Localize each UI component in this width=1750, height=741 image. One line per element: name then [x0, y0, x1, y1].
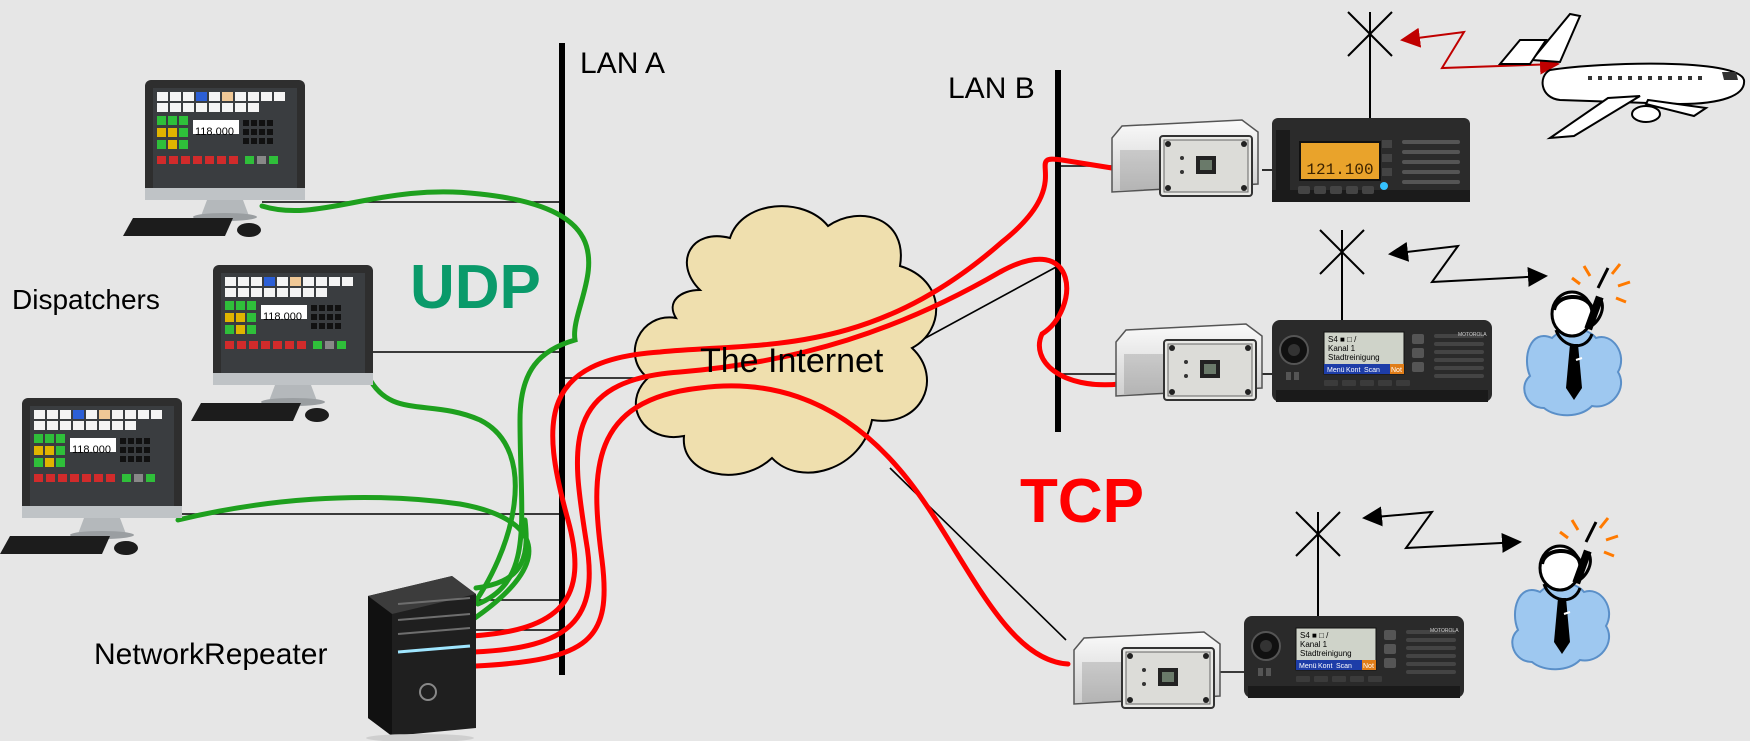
antenna-1-icon: [1347, 11, 1393, 118]
dmr-2-brand: MOTOROLA: [1430, 628, 1459, 634]
dmr-radio-2-icon: S4 ■ □ / Kanal 1 Stadtreinigung Menü Kon…: [1243, 615, 1465, 699]
dmr-1-soft1: Menü: [1327, 367, 1345, 374]
radio-operator-2-icon: [1510, 516, 1620, 672]
radio-gateway-2-icon: [1115, 323, 1263, 401]
dispatchers-label: Dispatchers: [12, 284, 160, 315]
radio-operator-1-icon: [1522, 262, 1632, 418]
airband-frequency-display: 121.100: [1306, 161, 1373, 179]
pc-1-frequency: 118.000: [195, 126, 234, 138]
dmr-2-soft2: Kont: [1318, 663, 1332, 670]
udp-label: UDP: [410, 253, 541, 322]
dmr-1-line3: Stadtreinigung: [1328, 353, 1380, 362]
antenna-3-icon: [1295, 511, 1341, 616]
dmr-1-line1: S4 ■ □ /: [1328, 335, 1357, 344]
airplane-icon: [1497, 12, 1746, 140]
udp-cables: [175, 189, 592, 623]
dispatcher-pc-3-icon: [0, 398, 182, 555]
dmr-2-soft4: Not: [1363, 663, 1374, 670]
dispatcher-pc-1-icon: [123, 80, 305, 237]
network-repeater-server-icon: [366, 576, 476, 741]
dmr-2-line2: Kanal 1: [1300, 640, 1328, 649]
antenna-2-icon: [1319, 229, 1365, 320]
radio-link-operator-2-icon: [1362, 506, 1522, 553]
tcp-cables: [469, 156, 1123, 669]
dmr-radio-1-icon: S4 ■ □ / Kanal 1 Stadtreinigung Menü Kon…: [1271, 319, 1493, 403]
dmr-1-soft2: Kont: [1346, 367, 1360, 374]
radio-link-operator-1-icon: [1388, 241, 1548, 287]
radio-link-aircraft-icon: [1400, 27, 1560, 75]
lan-b-label: LAN B: [948, 72, 1035, 105]
dmr-2-line1: S4 ■ □ /: [1300, 631, 1329, 640]
lan-a-label: LAN A: [580, 47, 666, 80]
dmr-2-soft1: Menü: [1299, 663, 1317, 670]
tcp-label: TCP: [1020, 467, 1144, 536]
dmr-2-line3: Stadtreinigung: [1300, 649, 1352, 658]
radio-gateway-1-icon: [1111, 119, 1259, 197]
network-repeater-label: NetworkRepeater: [94, 638, 328, 671]
airband-radio-icon: 121.100: [1272, 118, 1470, 202]
dispatcher-pc-2-icon: [191, 265, 373, 422]
dmr-2-soft3: Scan: [1336, 663, 1352, 670]
pc-3-frequency: 118.000: [72, 444, 111, 456]
dmr-1-soft4: Not: [1391, 367, 1402, 374]
dmr-1-line2: Kanal 1: [1328, 344, 1356, 353]
pc-2-frequency: 118.000: [263, 311, 302, 323]
internet-label: The Internet: [700, 342, 884, 380]
dmr-1-soft3: Scan: [1364, 367, 1380, 374]
dmr-1-brand: MOTOROLA: [1458, 332, 1487, 338]
radio-gateway-3-icon: [1073, 631, 1221, 709]
